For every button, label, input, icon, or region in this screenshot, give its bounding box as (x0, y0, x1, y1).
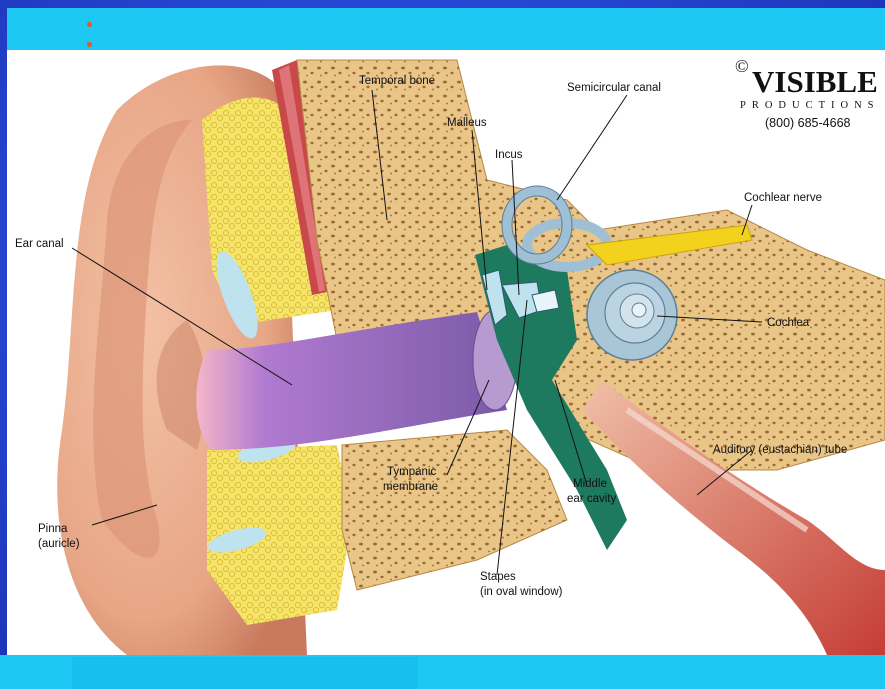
bullet-icon (87, 42, 92, 47)
visible-productions-logo: © VISIBLE PRODUCTIONS (800) 685-4668 (735, 56, 880, 130)
bottom-bar-inner (72, 657, 418, 689)
label-middle-2: ear cavity (567, 493, 616, 505)
copyright-symbol: © (735, 56, 749, 76)
label-ear-canal: Ear canal (15, 238, 64, 250)
label-middle-1: Middle (573, 478, 607, 490)
label-pinna-2: (auricle) (38, 538, 80, 550)
label-incus: Incus (495, 149, 523, 161)
top-bar (7, 8, 885, 50)
label-semicircular-canal: Semicircular canal (567, 82, 661, 94)
label-stapes-1: Stapes (480, 571, 516, 583)
ear-anatomy-figure: Temporal bone Semicircular canal Malleus… (7, 50, 885, 655)
logo-sub: PRODUCTIONS (740, 100, 880, 111)
logo-phone: (800) 685-4668 (765, 116, 851, 130)
label-cochlear-nerve: Cochlear nerve (744, 192, 822, 204)
label-pinna-1: Pinna (38, 523, 68, 535)
bullet-icon (87, 22, 92, 27)
label-tympanic-2: membrane (383, 481, 438, 493)
label-cochlea: Cochlea (767, 317, 810, 329)
label-malleus: Malleus (447, 117, 487, 129)
cochlea-shape (587, 270, 677, 360)
label-stapes-2: (in oval window) (480, 586, 563, 598)
label-tympanic-1: Tympanic (387, 466, 436, 478)
label-temporal-bone: Temporal bone (359, 75, 435, 87)
logo-name: VISIBLE (752, 64, 878, 99)
label-auditory-tube: Auditory (eustachian) tube (713, 444, 847, 456)
